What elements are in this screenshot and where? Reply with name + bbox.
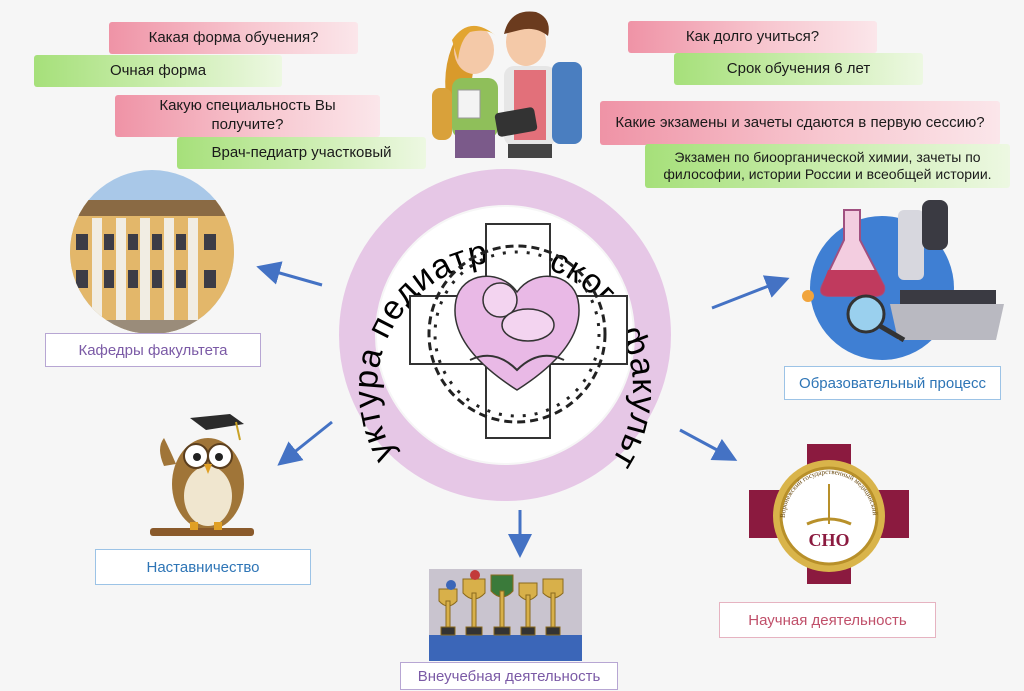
sno-emblem: Воронежский государственный медицинский … <box>749 444 909 584</box>
question-study-form: Какая форма обучения? <box>109 22 358 54</box>
departments-label-box[interactable]: Кафедры факультета <box>45 333 261 367</box>
mentorship-label-box[interactable]: Наставничество <box>95 549 311 585</box>
student-boy <box>494 11 582 158</box>
answer-duration: Срок обучения 6 лет <box>674 53 923 85</box>
extracurricular-label: Внеучебная деятельность <box>417 667 601 685</box>
education-label: Образовательный процесс <box>799 374 986 392</box>
answer-specialty: Врач-педиатр участковый <box>177 137 426 169</box>
departments-label: Кафедры факультета <box>78 341 228 359</box>
question-exams: Какие экзамены и зачеты сдаются в первую… <box>600 101 1000 145</box>
trophies-photo <box>429 569 582 661</box>
question-duration: Как долго учиться? <box>628 21 877 53</box>
science-label: Научная деятельность <box>748 611 907 629</box>
answer-study-form: Очная форма <box>34 55 282 87</box>
mentorship-label: Наставничество <box>146 558 260 576</box>
arrow-to-science <box>679 428 738 461</box>
arrow-to-departments <box>256 261 323 287</box>
answer-exams: Экзамен по биоорганической химии, зачеты… <box>645 144 1010 188</box>
question-specialty: Какую специальность Вы получите? <box>115 95 380 137</box>
arrow-to-education <box>711 275 790 310</box>
medical-cross-icon <box>409 223 628 439</box>
owl-mentor-image <box>150 410 254 540</box>
sno-text: СНО <box>808 530 849 550</box>
education-label-box[interactable]: Образовательный процесс <box>784 366 1001 400</box>
laurel-wreath-icon <box>427 244 607 424</box>
science-label-box[interactable]: Научная деятельность <box>719 602 936 638</box>
center-ring <box>339 169 671 501</box>
education-lab-image <box>800 200 1005 360</box>
baby-in-heart-icon <box>454 275 580 391</box>
faculty-building-photo <box>70 170 234 334</box>
extracurricular-label-box[interactable]: Внеучебная деятельность <box>400 662 618 690</box>
student-girl <box>432 25 498 158</box>
arrow-to-mentorship <box>277 420 333 466</box>
